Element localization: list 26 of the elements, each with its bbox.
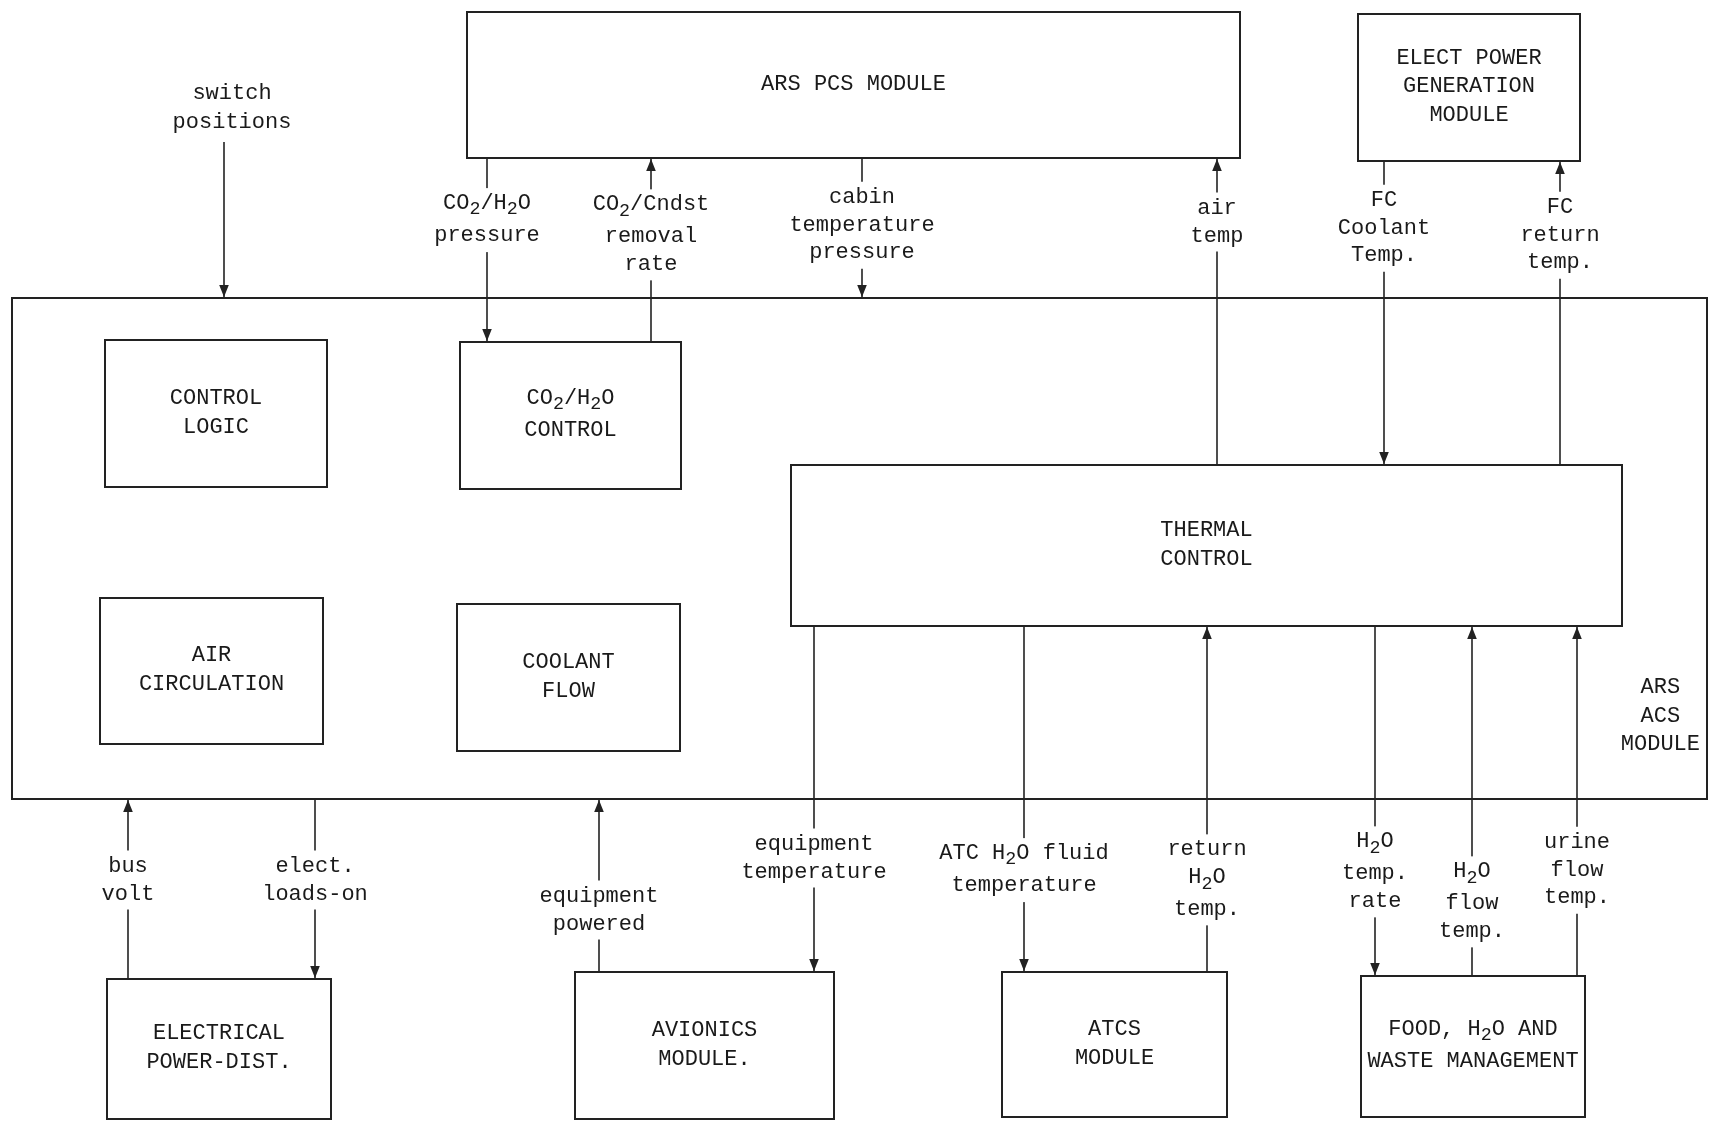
module-band (11, 297, 1708, 800)
module-label: ELECT POWER GENERATION MODULE (1396, 44, 1542, 130)
module-box (106, 978, 332, 1120)
module-box (456, 603, 681, 752)
module-box (99, 597, 324, 745)
module-box (574, 971, 835, 1120)
module-label: ELECTRICAL POWER-DIST. (145, 1020, 293, 1077)
arrow (219, 141, 229, 298)
module-label: CONTROL LOGIC (168, 384, 264, 442)
module-label: ATCS MODULE (1073, 1015, 1156, 1073)
module-label: FOOD, H$_{2}$O AND WASTE MANAGEMENT (1366, 1016, 1580, 1077)
signal-label: switch positions (171, 80, 293, 137)
module-label: AIR CIRCULATION (138, 642, 285, 699)
module-label: CO$_{2}$/H$_{2}$O CONTROL (523, 385, 618, 446)
module-box (1360, 975, 1586, 1118)
module-box (466, 11, 1241, 159)
module-box (459, 341, 682, 490)
module-label: COOLANT FLOW (521, 648, 616, 706)
module-box (1001, 971, 1228, 1118)
module-label: ARS PCS MODULE (761, 70, 946, 99)
module-box (790, 464, 1623, 627)
module-label: AVIONICS MODULE. (651, 1016, 758, 1074)
module-label: ARS ACS MODULE (1620, 674, 1700, 760)
module-box (104, 339, 328, 488)
module-box (1357, 13, 1581, 162)
module-label: THERMAL CONTROL (1159, 516, 1254, 574)
